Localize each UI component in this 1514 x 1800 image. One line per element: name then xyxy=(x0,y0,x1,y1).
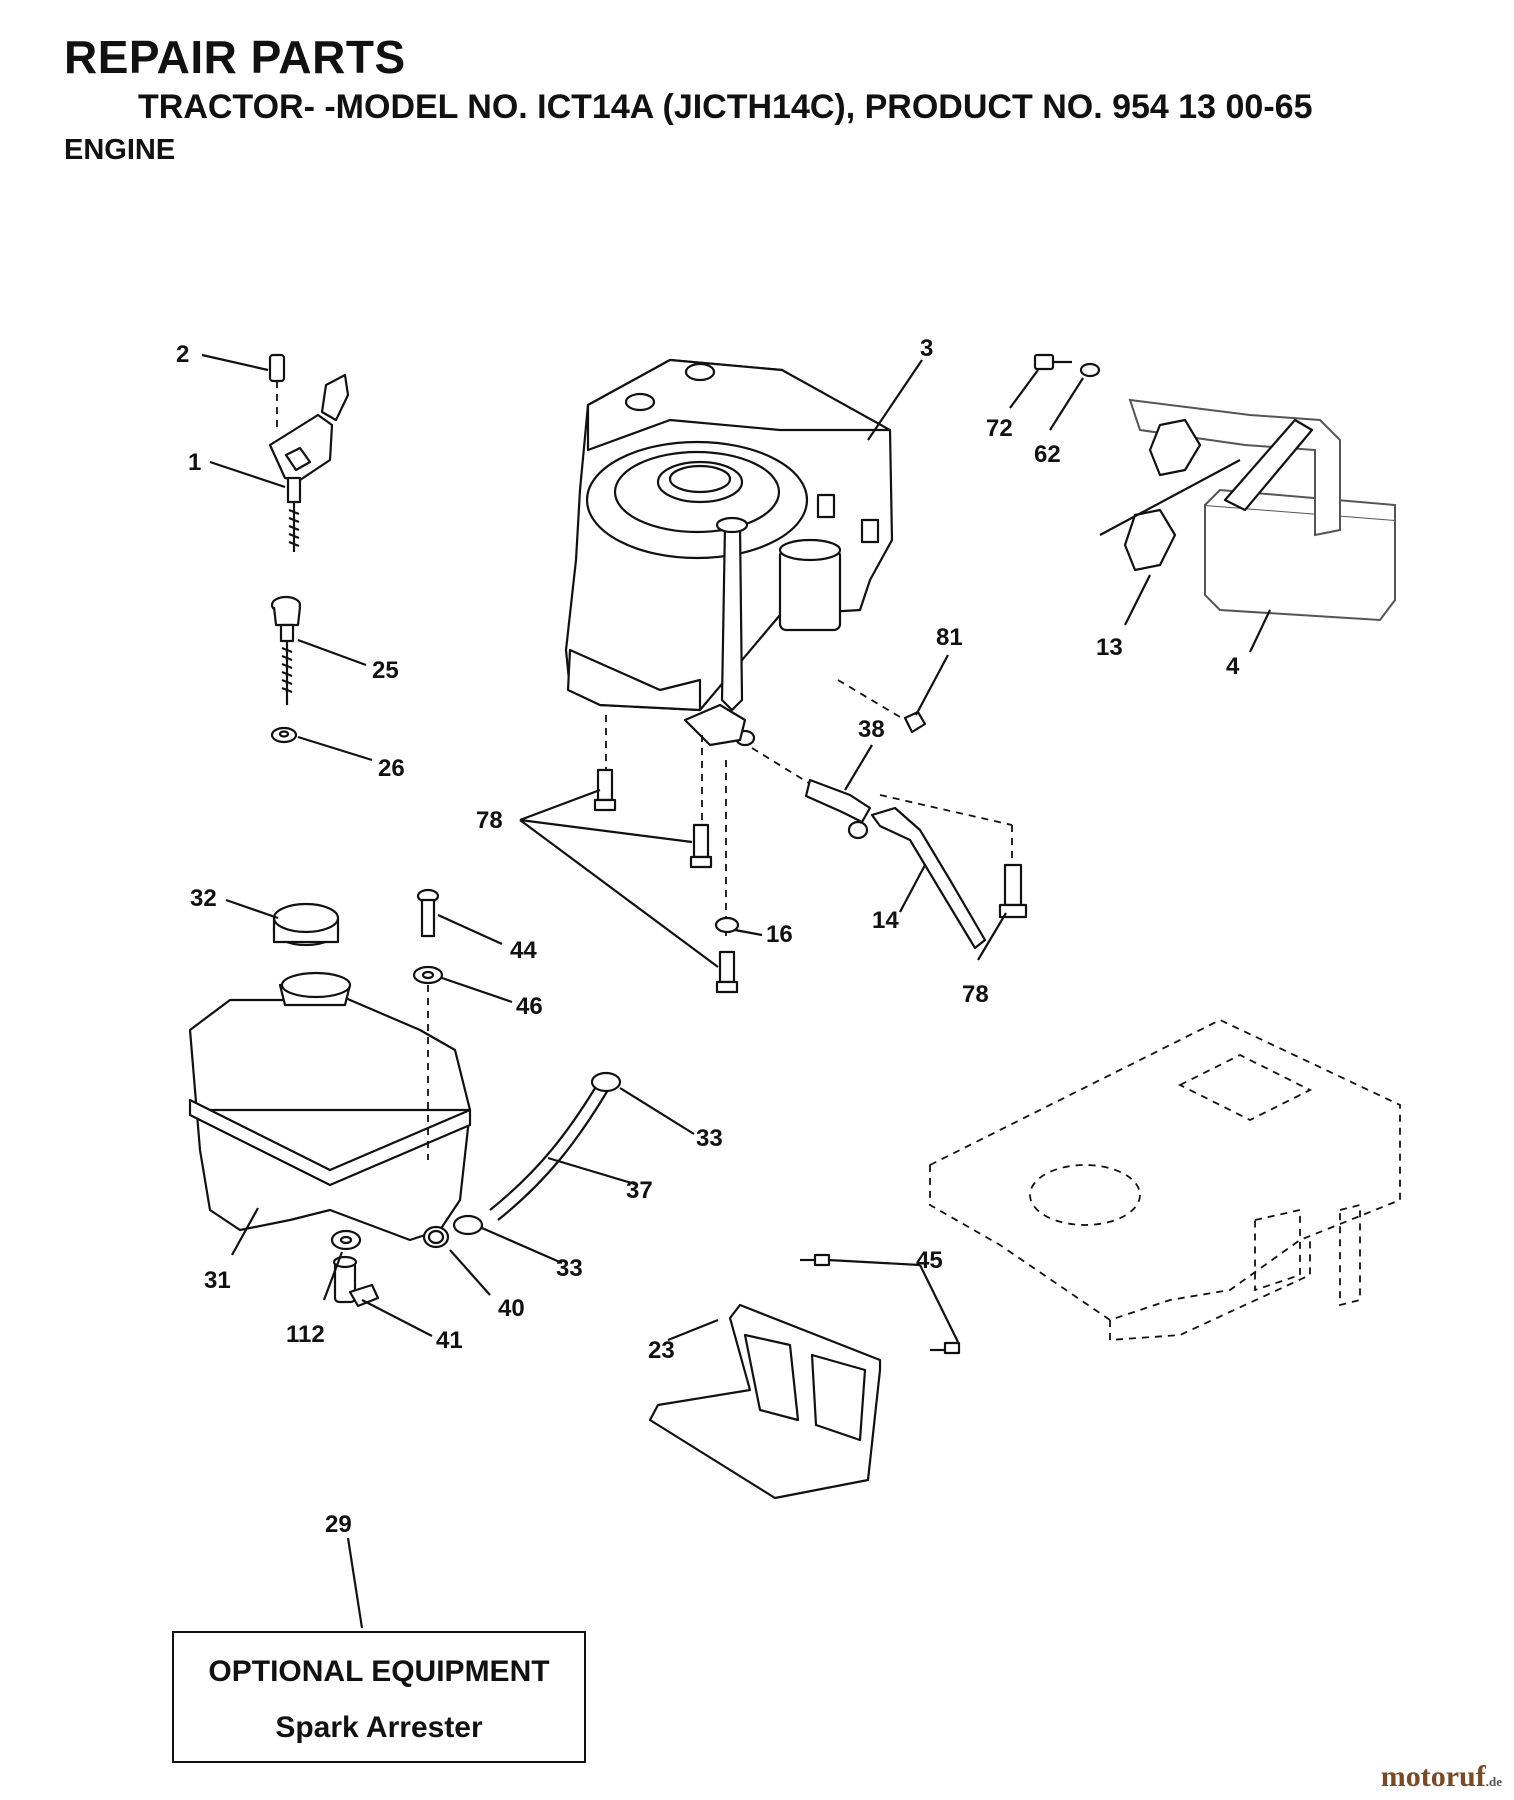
callout-2: 2 xyxy=(176,341,189,368)
callout-16: 16 xyxy=(766,921,793,948)
callout-31: 31 xyxy=(204,1267,231,1294)
engine-part xyxy=(564,358,894,747)
callout-32: 32 xyxy=(190,885,217,912)
callout-26: 26 xyxy=(378,755,405,782)
callout-72: 72 xyxy=(986,415,1013,442)
callout-3: 3 xyxy=(920,335,933,362)
callout-78: 78 xyxy=(476,807,503,834)
fuel-tank-part xyxy=(188,902,472,1242)
callout-46: 46 xyxy=(516,993,543,1020)
callout-62: 62 xyxy=(1034,441,1061,468)
callout-45: 45 xyxy=(916,1247,943,1274)
section-title: ENGINE xyxy=(64,134,176,166)
choke-knob-part xyxy=(270,595,302,744)
callout-41: 41 xyxy=(436,1327,463,1354)
leader-lines xyxy=(201,353,1271,1629)
muffler-part xyxy=(1033,353,1396,622)
callout-14: 14 xyxy=(872,907,899,934)
callout-13: 13 xyxy=(1096,634,1123,661)
callout-44: 44 xyxy=(510,937,537,964)
callout-78b: 78 xyxy=(962,981,989,1008)
mounting-bolts-part xyxy=(593,768,1028,994)
callout-37: 37 xyxy=(626,1177,653,1204)
callout-38: 38 xyxy=(858,716,885,743)
spark-arrester-label: Spark Arrester xyxy=(275,1711,483,1744)
callout-4: 4 xyxy=(1226,653,1240,680)
callout-112: 112 xyxy=(286,1321,325,1348)
callout-33a: 33 xyxy=(696,1125,723,1152)
frame-outline xyxy=(929,1018,1401,1341)
optional-equipment-box: OPTIONAL EQUIPMENT Spark Arrester xyxy=(172,1631,586,1763)
callout-23: 23 xyxy=(648,1337,675,1364)
watermark-text: motoruf xyxy=(1380,1760,1486,1793)
throttle-control-part xyxy=(268,353,350,552)
callout-1: 1 xyxy=(188,449,201,476)
callout-40: 40 xyxy=(498,1295,525,1322)
watermark-logo: motoruf.de xyxy=(1381,1760,1502,1794)
page-title: REPAIR PARTS xyxy=(64,31,406,83)
callout-labels: 2 1 3 72 62 13 4 81 38 25 26 81 78 32 44… xyxy=(176,335,1240,1538)
watermark-suffix: .de xyxy=(1485,1774,1502,1789)
shutoff-valve-part xyxy=(330,1229,380,1308)
tank-screw-part xyxy=(412,888,444,1160)
drain-assembly-part xyxy=(804,710,987,950)
model-subtitle: TRACTOR- -MODEL NO. ICT14A (JICTH14C), P… xyxy=(138,88,1313,126)
fuel-line-part xyxy=(422,1071,622,1249)
callout-25: 25 xyxy=(372,657,399,684)
callout-81: 81 xyxy=(936,624,963,651)
callout-33b: 33 xyxy=(556,1255,583,1282)
optional-equipment-heading: OPTIONAL EQUIPMENT xyxy=(208,1655,550,1688)
engine-dashed-guides xyxy=(605,679,1013,940)
heat-shield-part xyxy=(648,1253,961,1500)
callout-29: 29 xyxy=(325,1511,352,1538)
